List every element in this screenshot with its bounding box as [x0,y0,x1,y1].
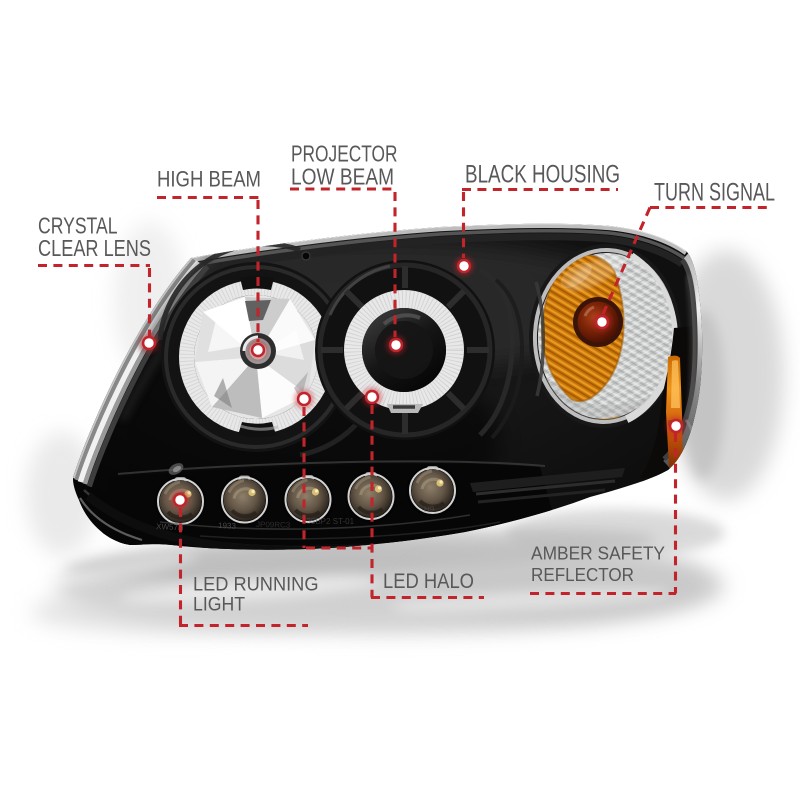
svg-text:PROJECTOR: PROJECTOR [291,141,398,167]
svg-text:H9: H9 [424,505,435,514]
svg-text:JP09RC3: JP09RC3 [256,520,291,530]
svg-text:TURN SIGNAL: TURN SIGNAL [654,179,775,207]
svg-text:CRYSTAL: CRYSTAL [38,213,118,239]
svg-text:LED RUNNING: LED RUNNING [193,575,319,596]
svg-text:XW57H: XW57H [156,522,184,532]
svg-text:BLACK HOUSING: BLACK HOUSING [465,161,620,189]
svg-text:REFLECTOR: REFLECTOR [531,564,634,585]
svg-text:1933: 1933 [218,521,237,531]
svg-text:AMBER SAFETY: AMBER SAFETY [531,543,665,564]
svg-text:HIGH BEAM: HIGH BEAM [157,167,261,192]
svg-text:CLEAR LENS: CLEAR LENS [38,235,151,261]
svg-text:433BP2 ST-01: 433BP2 ST-01 [302,517,355,526]
svg-text:LED HALO: LED HALO [383,568,474,593]
svg-text:LOW BEAM: LOW BEAM [291,164,394,190]
svg-text:LIGHT: LIGHT [193,595,245,616]
